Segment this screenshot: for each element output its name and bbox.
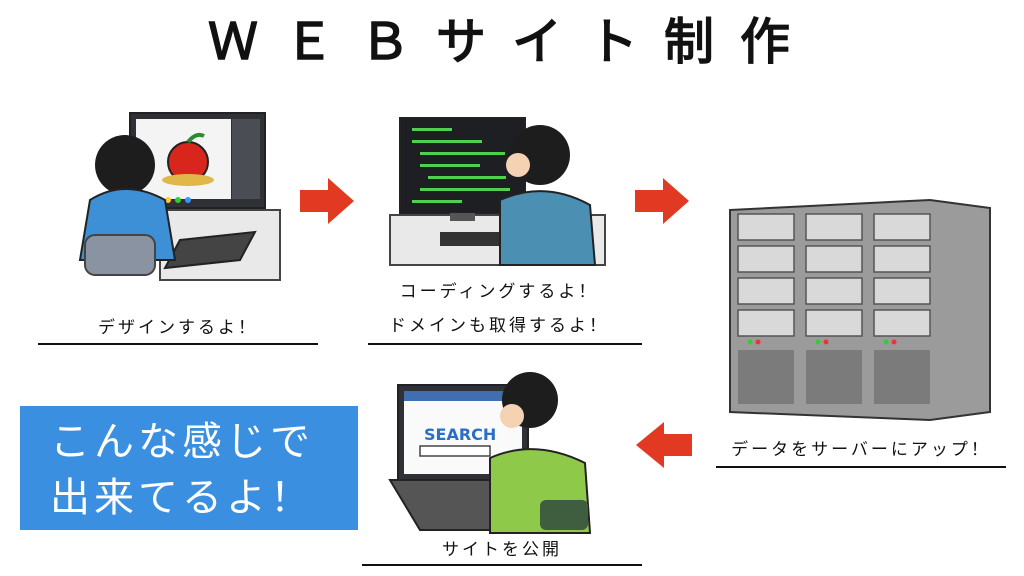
- coding-caption-line2: ドメインも取得するよ！: [389, 316, 609, 336]
- upload-underline: [716, 466, 1006, 468]
- design-caption: デザインするよ！: [98, 318, 258, 338]
- left-arrow-icon: [636, 422, 692, 468]
- coding-underline: [368, 343, 642, 345]
- coding-caption-line1: コーディングするよ！: [399, 282, 599, 302]
- server-rack-illustration: [729, 198, 991, 422]
- publish-underline: [362, 564, 642, 566]
- search-logo-text: SEARCH: [424, 425, 496, 444]
- designer-illustration: [78, 112, 281, 281]
- design-underline: [38, 343, 318, 345]
- upload-caption: データをサーバーにアップ！: [731, 440, 991, 460]
- promo-line1: こんな感じで: [50, 419, 314, 465]
- publish-illustration: SEARCH: [388, 372, 592, 534]
- coder-illustration: [389, 117, 606, 266]
- right-arrow-icon: [300, 178, 354, 224]
- page-title: ＷＥＢサイト制作: [208, 13, 816, 71]
- right-arrow-icon: [635, 178, 689, 224]
- promo-box: こんな感じで 出来てるよ！: [20, 406, 358, 530]
- promo-line2: 出来てるよ！: [50, 475, 314, 521]
- publish-caption: サイトを公開: [442, 540, 562, 560]
